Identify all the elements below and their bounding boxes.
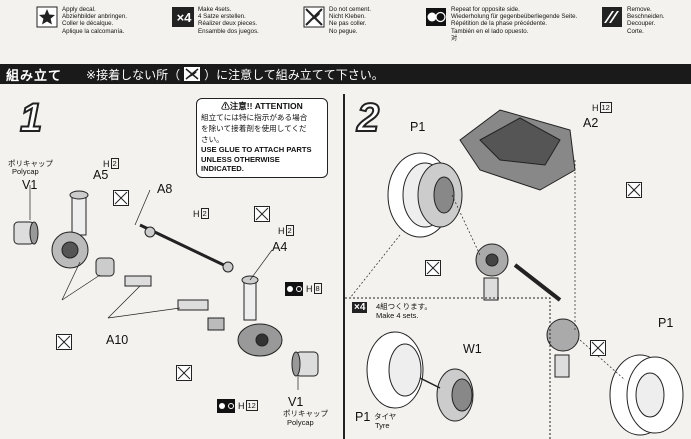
label-a5: A5 — [93, 168, 109, 182]
label-w1: W1 — [463, 342, 482, 356]
legend-text: Do not cement. Nicht Kleben. Ne pas coll… — [329, 6, 371, 35]
no-glue-icon — [184, 67, 201, 81]
upright-a5-drawing — [51, 190, 89, 269]
tyre-label-en: Tyre — [375, 421, 390, 430]
legend-no-glue: Do not cement. Nicht Kleben. Ne pas coll… — [303, 6, 371, 35]
no-glue-icon — [626, 182, 642, 198]
legend-make-4: ×4 Make 4sets. 4 Satze erstellen. Réaliz… — [172, 6, 259, 35]
h-letter: H — [193, 208, 200, 219]
polycap-top-drawing — [13, 221, 39, 245]
shaft-a4-drawing — [241, 275, 259, 321]
tyre-p1-drawing — [366, 331, 424, 409]
tire-front-drawing — [387, 152, 463, 238]
legend-bar: Apply decal. Abziehbilder anbringen. Col… — [0, 0, 691, 60]
make-4-jp: 4組つくります。 — [376, 302, 432, 311]
repeat-opposite-icon — [285, 282, 303, 296]
x4-icon: ×4 — [172, 6, 194, 28]
assembly-note-suffix: ）に注意して組み立てて下さい。 — [204, 67, 384, 82]
no-glue-icon — [56, 334, 72, 350]
tyre-label-jp: タイヤ — [374, 412, 397, 421]
polycap-top-label-jp: ポリキャップ — [8, 159, 53, 168]
chassis-a2-drawing — [459, 109, 576, 191]
h-letter: H — [592, 102, 599, 113]
insert-arrow — [419, 377, 441, 389]
polycap-top-label-en: Polycap — [12, 167, 39, 176]
tyre-part: P1 — [355, 410, 371, 424]
legend-text: Repeat for opposite side. Wiederholung f… — [451, 6, 578, 42]
tire-rear-drawing — [609, 354, 684, 436]
assembly-note-prefix: ※接着しない所（ — [86, 67, 181, 82]
assembly-title: 組み立て — [6, 68, 63, 84]
label-a4: A4 — [272, 240, 288, 254]
rod-a8-drawing — [139, 223, 234, 273]
h-letter: H — [278, 225, 285, 236]
hub-drawing — [237, 323, 283, 357]
no-glue-icon — [176, 365, 192, 381]
h-number: 2 — [200, 208, 209, 219]
step-divider — [343, 94, 345, 439]
step-number-1: 1 — [19, 95, 43, 141]
repeat-opposite-icon — [217, 399, 235, 413]
legend-repeat-opposite: Repeat for opposite side. Wiederholung f… — [425, 6, 577, 42]
h-number: 2 — [110, 158, 119, 169]
repeat-opposite-icon — [425, 6, 447, 28]
no-glue-icon — [590, 340, 606, 356]
h-number: 2 — [285, 225, 294, 236]
attention-title: ⚠注意!! ATTENTION — [221, 101, 303, 111]
remove-icon — [601, 6, 623, 28]
star-in-square-icon — [36, 6, 58, 28]
legend-apply-decal: Apply decal. Abziehbilder anbringen. Col… — [36, 6, 127, 35]
h-letter: H — [103, 158, 110, 169]
wheel-w1-drawing — [436, 368, 474, 422]
rear-hub-drawing — [546, 318, 580, 378]
legend-remove: Remove. Beschneiden. Decouper. Corte. — [601, 6, 665, 35]
attention-en-text: USE GLUE TO ATTACH PARTS UNLESS OTHERWIS… — [201, 145, 312, 173]
label-a2: A2 — [583, 116, 599, 130]
legend-text: Make 4sets. 4 Satze erstellen. Réalizer … — [198, 6, 259, 35]
make-4-en: Make 4 sets. — [376, 311, 419, 320]
attention-jp-text: 組立てには特に指示がある場合 を除いて接着剤を使用してくだ さい。 — [201, 113, 308, 144]
label-p1-top: P1 — [410, 120, 426, 134]
h-number: 12 — [599, 102, 612, 113]
label-p1-right: P1 — [658, 316, 674, 330]
h-number: 12 — [245, 400, 258, 411]
step-number-2: 2 — [356, 95, 380, 141]
pin-a10-drawing — [124, 275, 225, 331]
polycap-bottom-part: V1 — [288, 395, 304, 409]
polycap-top-part: V1 — [22, 178, 38, 192]
h-letter: H — [306, 283, 313, 294]
legend-text: Apply decal. Abziehbilder anbringen. Col… — [62, 6, 128, 35]
polycap-bottom-label-en: Polycap — [287, 418, 314, 427]
h-letter: H — [238, 400, 245, 411]
no-glue-icon — [113, 190, 129, 206]
driveshaft-drawing — [513, 263, 562, 302]
no-glue-icon — [303, 6, 325, 28]
label-a10: A10 — [106, 333, 129, 347]
no-glue-icon — [254, 206, 270, 222]
legend-text: Remove. Beschneiden. Decouper. Corte. — [627, 6, 665, 35]
attention-box: ⚠注意!! ATTENTION 組立てには特に指示がある場合 を除いて接着剤を使… — [196, 98, 328, 178]
upright-step2-drawing — [475, 243, 509, 301]
assembly-header: 組み立て ※接着しない所（ ）に注意して組み立てて下さい。 — [0, 64, 691, 84]
no-glue-icon — [425, 260, 441, 276]
x4-badge: ×4 — [352, 302, 368, 313]
polycap-bottom-label-jp: ポリキャップ — [283, 409, 328, 418]
x4-badge-text: ×4 — [177, 10, 193, 25]
label-a8: A8 — [157, 182, 173, 196]
h-number: 8 — [313, 283, 322, 294]
polycap-mid-drawing — [95, 257, 115, 277]
sub-assembly-frame — [345, 297, 551, 439]
polycap-bottom-drawing — [291, 351, 319, 377]
